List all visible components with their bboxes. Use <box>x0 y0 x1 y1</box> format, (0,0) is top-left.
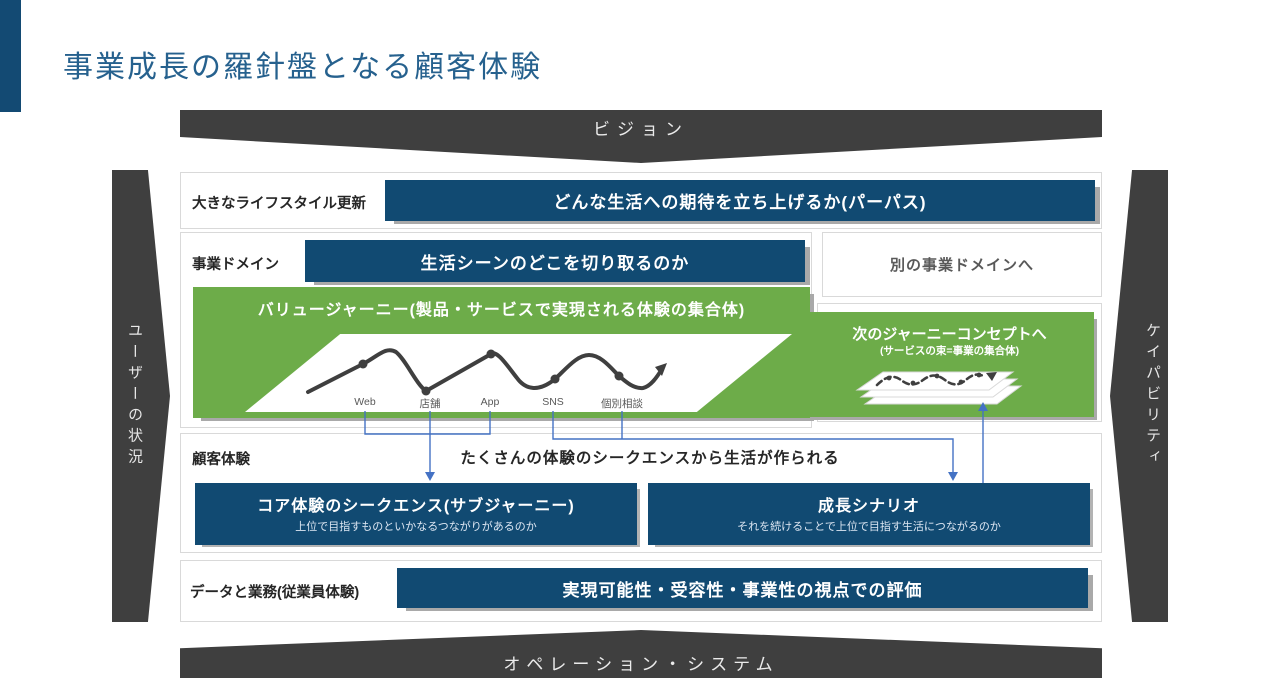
next-journey-subtitle: (サービスの束=事業の集合体) <box>879 345 1020 357</box>
growth-scenario-title: 成長シナリオ <box>817 498 920 515</box>
lifestyle-row-label: 大きなライフスタイル更新 <box>192 196 366 212</box>
core-sequence-box: コア体験のシークエンス(サブジャーニー) 上位で目指すものといかなるつながりがあ… <box>195 483 637 545</box>
page-title: 事業成長の羅針盤となる顧客体験 <box>63 51 543 84</box>
purpose-bar: どんな生活への期待を立ち上げるか(パーパス) <box>385 180 1095 221</box>
user-context-label: ユーザーの状況 <box>126 322 143 470</box>
vision-banner: ビジョン <box>180 110 1102 163</box>
touchpoint-label-store: 店舗 <box>419 398 441 410</box>
touchpoint-label-app: App <box>480 396 500 408</box>
operation-system-label: オペレーション・システム <box>503 655 779 674</box>
core-sequence-subtitle: 上位で目指すものといかなるつながりがあるのか <box>295 521 537 533</box>
core-sequence-title: コア体験のシークエンス(サブジャーニー) <box>257 498 575 515</box>
next-journey-title: 次のジャーニーコンセプトへ <box>852 326 1047 343</box>
domain-row-label: 事業ドメイン <box>192 257 279 273</box>
data-ops-row-label: データと業務(従業員体験) <box>190 585 360 601</box>
scene-bar: 生活シーンのどこを切り取るのか <box>305 240 805 282</box>
alt-domain-label: 別の事業ドメインへ <box>889 257 1034 274</box>
touchpoint-label-consult: 個別相談 <box>601 398 643 410</box>
corner-accent-bar <box>0 0 21 112</box>
evaluation-bar: 実現可能性・受容性・事業性の視点での評価 <box>397 568 1088 608</box>
capability-label: ケイパビリティ <box>1144 322 1161 470</box>
experience-row-label: 顧客体験 <box>192 452 250 468</box>
vision-banner-label: ビジョン <box>593 120 689 139</box>
growth-scenario-box: 成長シナリオ それを続けることで上位で目指す生活につながるのか <box>648 483 1090 545</box>
journey-curve-icon <box>306 348 667 396</box>
alt-domain-box: 別の事業ドメインへ <box>822 232 1102 297</box>
user-context-sidebar: ユーザーの状況 <box>112 170 170 622</box>
touchpoint-label-web: Web <box>354 396 376 408</box>
capability-sidebar: ケイパビリティ <box>1110 170 1168 622</box>
growth-scenario-subtitle: それを続けることで上位で目指す生活につながるのか <box>737 521 1001 533</box>
journey-stack-icon <box>855 371 1023 405</box>
experience-caption: たくさんの体験のシークエンスから生活が作られる <box>460 450 840 467</box>
journey-parallelogram <box>245 334 792 412</box>
value-journey-title: バリュージャーニー(製品・サービスで実現される体験の集合体) <box>257 302 746 319</box>
operation-system-banner: オペレーション・システム <box>180 630 1102 678</box>
touchpoint-label-sns: SNS <box>542 396 564 408</box>
